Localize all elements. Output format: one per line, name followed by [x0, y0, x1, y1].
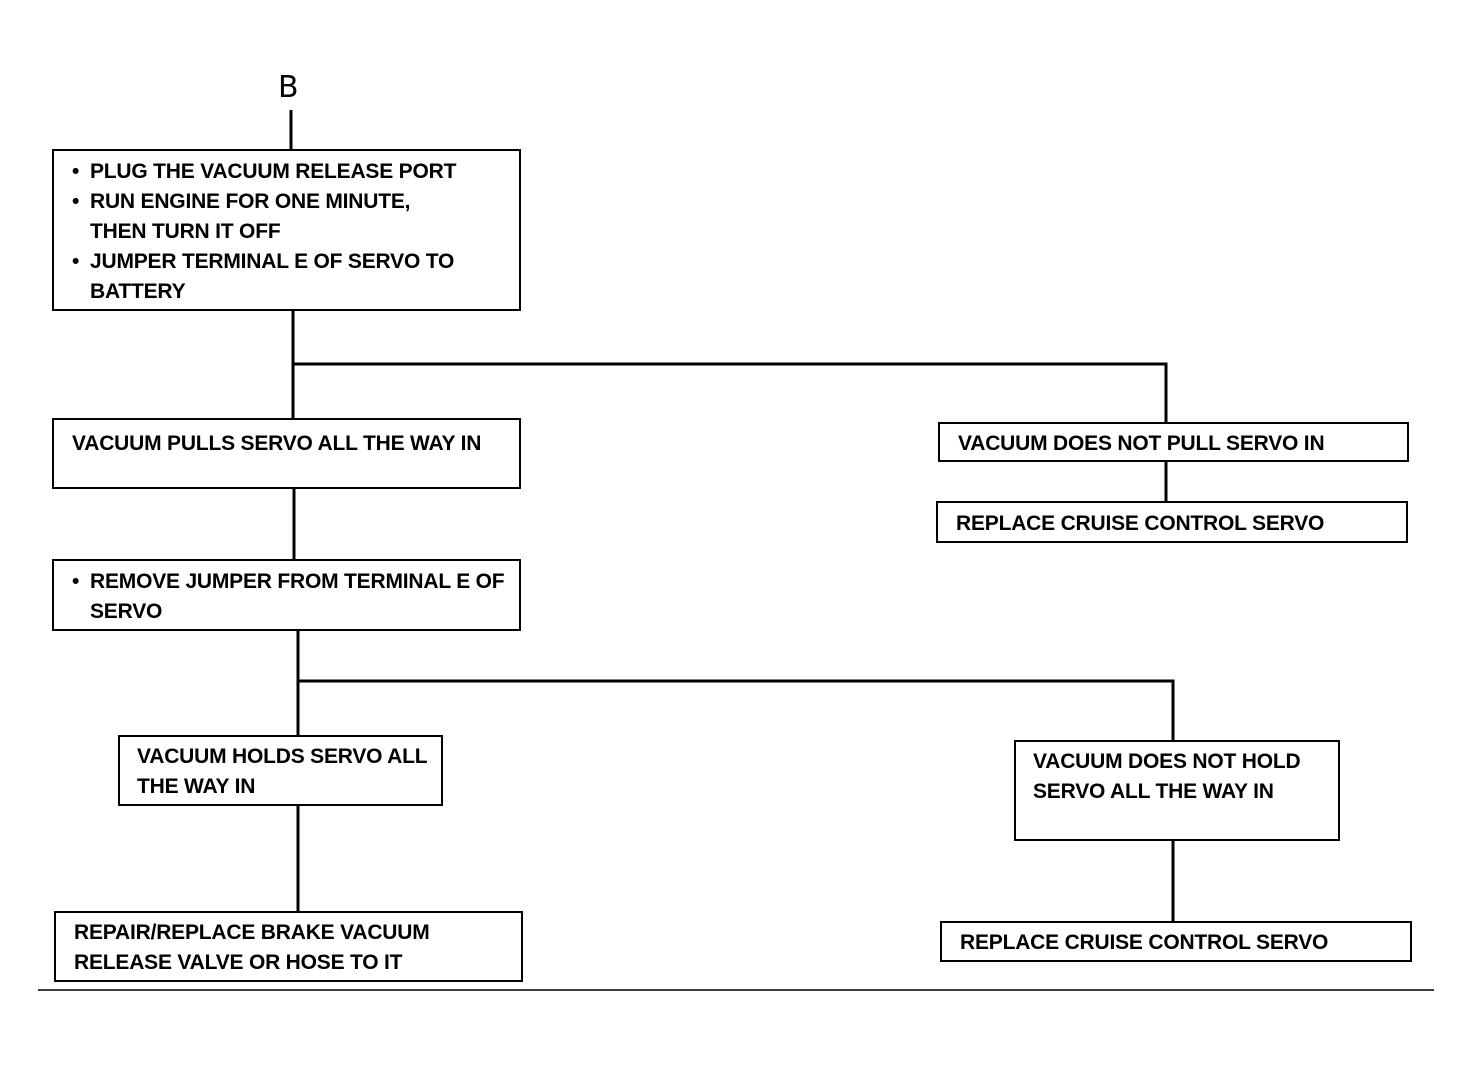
step2-item: REMOVE JUMPER FROM TERMINAL E OF SERVO [72, 567, 509, 627]
replace-servo-box-2: REPLACE CRUISE CONTROL SERVO [940, 921, 1412, 962]
connector-branch-holds-no [298, 679, 1175, 741]
step2-box: REMOVE JUMPER FROM TERMINAL E OF SERVO [52, 559, 521, 631]
holds-no-box: VACUUM DOES NOT HOLD SERVO ALL THE WAY I… [1014, 740, 1340, 841]
connector-branch-pulls-no [293, 362, 1168, 423]
step1-box: PLUG THE VACUUM RELEASE PORT RUN ENGINE … [52, 149, 521, 311]
pulls-no-box: VACUUM DOES NOT PULL SERVO IN [938, 422, 1409, 462]
step1-item: JUMPER TERMINAL E OF SERVO TO BATTERY [72, 247, 509, 307]
step2-list: REMOVE JUMPER FROM TERMINAL E OF SERVO [72, 567, 509, 627]
start-label: B [278, 70, 299, 105]
step1-item: PLUG THE VACUUM RELEASE PORT [72, 157, 509, 187]
replace-servo-box-1: REPLACE CRUISE CONTROL SERVO [936, 501, 1408, 543]
step1-item: RUN ENGINE FOR ONE MINUTE, THEN TURN IT … [72, 187, 450, 247]
holds-yes-box: VACUUM HOLDS SERVO ALL THE WAY IN [118, 735, 443, 806]
pulls-yes-box: VACUUM PULLS SERVO ALL THE WAY IN [52, 418, 521, 489]
step1-list: PLUG THE VACUUM RELEASE PORT RUN ENGINE … [72, 157, 509, 307]
repair-valve-box: REPAIR/REPLACE BRAKE VACUUM RELEASE VALV… [54, 911, 523, 982]
